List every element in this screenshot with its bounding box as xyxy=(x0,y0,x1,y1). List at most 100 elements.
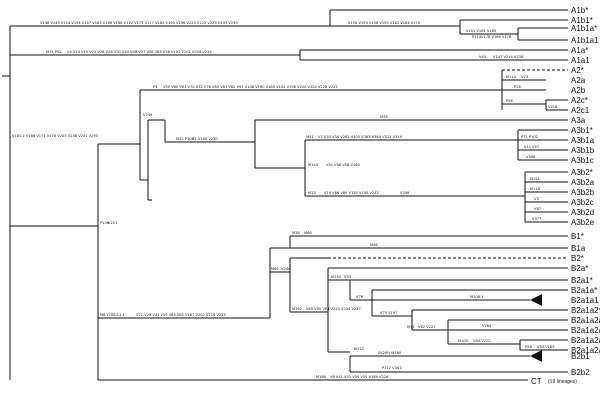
tip-label: B2a1a2a2* xyxy=(571,336,600,345)
mutation-label: V147 V214 V236 xyxy=(493,55,524,59)
mutation-label: M38 xyxy=(292,231,300,235)
mutation-label: S92(R) M160 xyxy=(378,351,402,355)
mutation-label: P3 xyxy=(153,85,157,89)
mutation-label: M108.1 xyxy=(470,295,483,299)
mutation-label: M121 xyxy=(530,177,540,181)
tip-label: A3b1b xyxy=(571,146,595,155)
tip-label: A2c1 xyxy=(571,106,590,115)
tip-labels: A1b* A1b1* A1b1a* A1b1a1 A1a* A1a1 A2* A… xyxy=(531,6,600,386)
mutation-label: V50 V60 V61 V70 V72 V76 V80 V81 V82 V97 … xyxy=(163,85,338,89)
mutation-label: V4 V14 V15 V25 V26 V28 V30 V40 V48 V57 V… xyxy=(67,50,212,54)
mutation-label: M166 xyxy=(316,375,327,379)
tip-label: B2a1a2a2a xyxy=(571,346,600,355)
tip-label: A1a1 xyxy=(571,56,590,65)
mutation-label: M51 xyxy=(306,135,314,139)
mutation-label: M28 xyxy=(380,115,388,119)
mutation-label: M162 xyxy=(292,307,302,311)
tip-label: B2a* xyxy=(571,264,588,273)
tip-label: A1b1* xyxy=(571,16,593,25)
mutation-label: V377 xyxy=(532,217,541,221)
ct-lineage-note: (19 lineages) xyxy=(548,379,577,385)
tip-label: A3b2c xyxy=(571,198,594,207)
tip-label: A3b1a xyxy=(571,136,595,145)
mutation-label: V1 V184 V230 xyxy=(192,137,218,141)
tip-label: A3b2d xyxy=(571,208,594,217)
mutation-label: M8 Y108/11.1 xyxy=(100,313,125,317)
tip-label: A3b2b xyxy=(571,188,595,197)
mutation-label: V161.2 V168 V171 V174 V203 V238 V241 V25… xyxy=(12,134,99,138)
mutation-label: M144 xyxy=(308,163,319,167)
tip-label: B1* xyxy=(571,232,584,241)
mutation-label: V3 xyxy=(534,197,539,201)
mutation-label: P112 V341 xyxy=(382,366,402,370)
mutation-label: V244 xyxy=(281,267,291,271)
mutation-label: M114 xyxy=(506,75,517,79)
mutation-label: V65 V90 V94 V220 V234 V237 xyxy=(306,307,361,311)
tip-label: A1a* xyxy=(571,46,588,55)
mutation-label: M150 xyxy=(331,275,342,279)
tip-label: B1a xyxy=(571,244,586,253)
mutation-label: V67 xyxy=(534,207,541,211)
mutation-label: P71 P102 xyxy=(521,135,538,139)
mutation-label: V249 xyxy=(143,113,153,117)
mutation-labels: V161.2 V168 V171 V174 V203 V238 V241 V25… xyxy=(12,21,558,379)
tip-label: A3b2a xyxy=(571,178,595,187)
mutation-label: M118 xyxy=(530,187,541,191)
mutation-label: V178 V169 V176 xyxy=(481,35,512,39)
mutation-label: P56 xyxy=(525,345,532,349)
tip-label: A3a xyxy=(571,116,586,125)
mutation-label: M68 xyxy=(304,231,312,235)
mutation-label: V73 xyxy=(521,75,528,79)
mutation-label: V151 V161 V165 xyxy=(466,29,496,33)
mutation-label: V218 xyxy=(548,105,558,109)
collapsed-clade-triangle xyxy=(530,350,542,362)
mutation-label: V83 V185 xyxy=(537,345,555,349)
mutation-label: V93 xyxy=(344,275,351,279)
mutation-label: V21 V29 V31 V59 V64 V82 V187 V202 V216 V… xyxy=(136,313,226,317)
tip-label: B2b2 xyxy=(571,368,590,377)
tip-label: A1b1a1 xyxy=(571,36,599,45)
tip-label: A1b* xyxy=(571,6,588,15)
mutation-label: M112 xyxy=(354,347,364,351)
mutation-label: V76 xyxy=(356,295,364,299)
mutation-label: V62 V227 xyxy=(418,325,436,329)
tip-label: A3b2* xyxy=(571,168,593,177)
tip-label: B2a1a2a1 xyxy=(571,326,600,335)
mutation-label: V264 xyxy=(482,324,492,328)
tip-label-ct: CT xyxy=(531,377,542,386)
mutation-label: M31 P52 xyxy=(46,50,62,54)
mutation-label: V8 V41 V52 V54 V55 V189 V226 xyxy=(330,375,389,379)
tip-label: B2b1 xyxy=(571,352,590,361)
tree-branches xyxy=(2,9,568,381)
mutation-label: P114 xyxy=(472,35,482,39)
mutation-label: V10 V66 V89 V155 V150 V242 xyxy=(324,191,379,195)
mutation-label: V306 xyxy=(526,155,536,159)
mutation-label: V309 xyxy=(400,191,410,195)
tip-label: B2a1* xyxy=(571,276,593,285)
mutation-label: M75 xyxy=(407,325,415,329)
mutation-label: V148 V149 V152 V154 V157 V163 V166 V168 … xyxy=(40,21,238,25)
tip-label: A1b1a* xyxy=(571,24,597,33)
mutation-label: V221 xyxy=(108,221,117,225)
tip-label: B2a1a2* xyxy=(571,306,600,315)
mutation-label: P26 xyxy=(514,85,521,89)
tip-label: A2c* xyxy=(571,96,588,105)
mutation-label: M32 P305 xyxy=(176,137,194,141)
collapsed-clade-triangle xyxy=(530,294,542,306)
tip-label: A3b1* xyxy=(571,126,593,135)
tip-label: A3b2e xyxy=(571,218,595,227)
mutation-label: V51 V56 V58 V160 xyxy=(326,163,361,167)
mutation-label: V150 V153 V158 V159 V162 V164 V170 xyxy=(348,21,421,25)
mutation-label: P108 xyxy=(100,221,110,225)
mutation-label: V75 V197 xyxy=(380,311,398,315)
mutation-label: V2 V33 V34 V262 V305 V363 V364 V313 V314 xyxy=(318,135,403,139)
tip-label: B2* xyxy=(571,254,584,263)
tip-label: B2a1a1 xyxy=(571,296,599,305)
tip-label: A2b xyxy=(571,86,586,95)
mutation-label: M46 xyxy=(370,243,378,247)
mutation-label: P56 xyxy=(506,99,513,103)
mutation-label: V63 xyxy=(479,55,486,59)
tip-label: A2a xyxy=(571,76,586,85)
